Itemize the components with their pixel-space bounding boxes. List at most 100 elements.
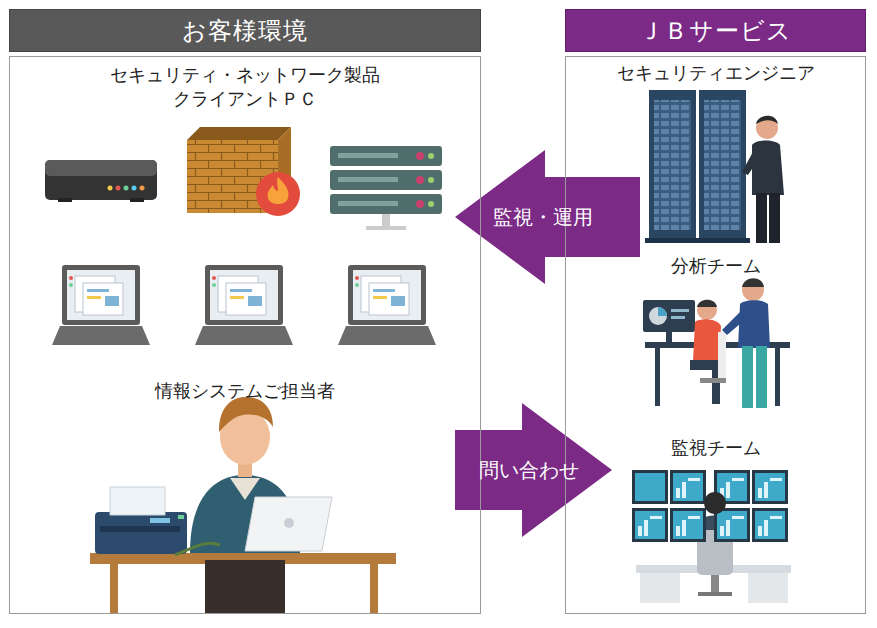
bar — [764, 482, 768, 498]
laptop-base — [52, 326, 150, 345]
router-icon — [45, 160, 157, 176]
engineer-figure — [756, 193, 767, 243]
analysis-team-figure — [722, 310, 747, 335]
dot — [355, 283, 359, 287]
monitor-screen — [635, 473, 665, 501]
analysis-team-figure — [643, 278, 790, 408]
analysis-team-figure — [775, 348, 780, 406]
chart — [391, 296, 405, 306]
monitor — [752, 470, 788, 504]
analysis-team-figure — [742, 279, 764, 301]
analysis-team-figure — [655, 348, 660, 406]
monitoring-team-figure — [698, 592, 732, 596]
laptop-base — [195, 326, 293, 345]
line — [373, 289, 395, 292]
server-stack-icon — [416, 176, 424, 184]
dot — [212, 276, 216, 280]
environment-panel: セキュリティ・ネットワーク製品 クライアントＰＣ情報システムご担当者 — [9, 56, 481, 614]
staff-figure — [100, 526, 180, 532]
window — [226, 283, 266, 315]
server-stack-icon — [338, 153, 398, 158]
monitor-screen — [673, 511, 703, 539]
server-stack-icon — [416, 200, 424, 208]
dot — [355, 276, 359, 280]
staff-figure — [245, 497, 332, 551]
staff-figure — [110, 487, 165, 515]
bar — [682, 520, 686, 536]
panel-text: 監視チーム — [671, 436, 761, 460]
block-arrow — [455, 403, 612, 537]
panel-text: セキュリティエンジニア — [617, 61, 815, 85]
staff-figure — [284, 518, 294, 528]
monitor — [670, 508, 706, 542]
staff-figure — [205, 560, 285, 614]
engineer-figure — [654, 100, 691, 230]
server-stack-icon — [428, 177, 434, 183]
server-stack-icon — [428, 153, 434, 159]
staff-figure — [90, 397, 396, 614]
dot — [212, 283, 216, 287]
panel-text: 情報システムご担当者 — [155, 379, 335, 403]
staff-figure — [178, 515, 184, 519]
staff-figure — [150, 518, 170, 523]
laptop-icons — [52, 265, 436, 345]
dot — [69, 283, 73, 287]
line — [230, 296, 244, 299]
line — [373, 296, 387, 299]
engineer-figure — [769, 193, 780, 243]
laptop-base — [338, 326, 436, 345]
analysis-team-figure — [697, 300, 717, 320]
monitoring-team-figure — [632, 470, 791, 603]
analysis-team-figure — [742, 278, 764, 287]
chart — [248, 296, 262, 306]
monitoring-team-figure — [704, 492, 726, 514]
monitor — [714, 508, 750, 542]
router-icon — [140, 186, 145, 191]
bar — [644, 520, 648, 536]
firewall-icon — [256, 172, 300, 216]
window — [83, 283, 123, 315]
monitoring-team-figure — [640, 573, 680, 603]
analysis-team-figure — [666, 332, 672, 342]
firewall-icon — [187, 127, 300, 216]
bar — [676, 526, 680, 536]
analysis-team-figure — [649, 307, 667, 325]
engineer-figure — [752, 141, 784, 196]
monitor — [632, 470, 668, 504]
band-title: ＪＢサービス — [639, 15, 792, 47]
firewall-icon — [187, 127, 291, 140]
analysis-team-figure — [671, 316, 685, 319]
analysis-team-figure — [658, 307, 667, 316]
chart — [105, 296, 119, 306]
band-title: お客様環境 — [182, 15, 308, 47]
router-icon — [58, 198, 72, 202]
server-stack-icon — [330, 170, 442, 190]
analysis-team-figure — [718, 332, 726, 378]
line — [650, 516, 662, 519]
staff-figure — [110, 564, 118, 614]
arrow-label: 問い合わせ — [479, 457, 579, 484]
staff-figure — [196, 509, 234, 545]
line — [688, 478, 700, 481]
bar — [758, 526, 762, 536]
window — [369, 283, 409, 315]
monitor — [632, 508, 668, 542]
monitor — [670, 470, 706, 504]
laptop-screen — [205, 265, 283, 325]
engineer-figure — [742, 150, 760, 175]
bar — [720, 526, 724, 536]
server-stack-icon — [338, 201, 398, 206]
service-panel: セキュリティエンジニア分析チーム監視チーム — [565, 56, 866, 614]
monitor — [752, 508, 788, 542]
server-stack-icon — [330, 194, 442, 214]
laptop-display — [67, 270, 135, 320]
server-stack-icon — [382, 214, 390, 228]
bar — [726, 520, 730, 536]
firewall-icon — [268, 177, 289, 204]
line — [87, 296, 101, 299]
monitoring-team-figure — [748, 573, 788, 603]
analysis-team-figure — [693, 319, 721, 361]
line — [732, 516, 744, 519]
bar — [682, 482, 686, 498]
staff-figure — [95, 512, 187, 554]
